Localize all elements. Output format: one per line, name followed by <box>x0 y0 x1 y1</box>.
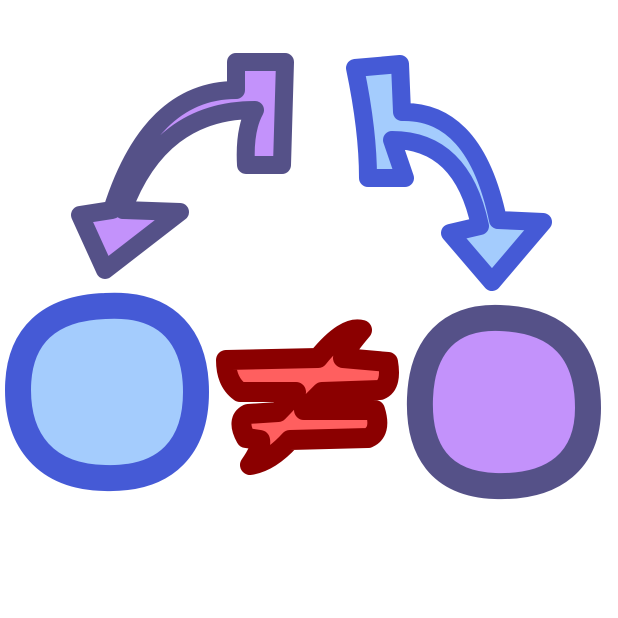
right-circle-shape <box>406 304 601 500</box>
curved-arrow-left-icon <box>71 53 294 279</box>
curved-arrow-right-icon <box>346 55 552 291</box>
not-equal-icon <box>216 319 399 475</box>
left-circle-shape <box>5 292 209 492</box>
